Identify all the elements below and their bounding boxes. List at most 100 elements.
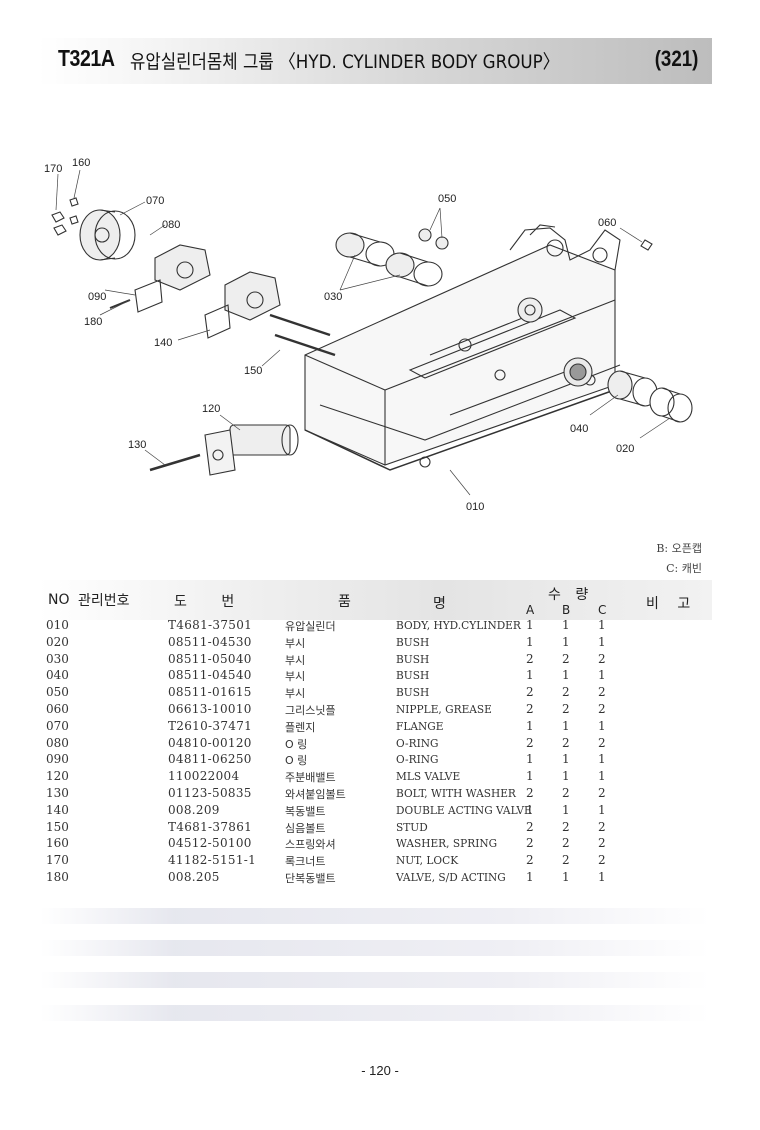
- qty-b: 1: [562, 618, 570, 632]
- item-number: 080: [46, 735, 69, 750]
- page-header: T321A 유압실린더몸체 그룹 〈HYD. CYLINDER BODY GRO…: [38, 38, 712, 84]
- item-number: 160: [46, 836, 69, 851]
- qty-a: 1: [526, 752, 534, 767]
- qty-b: 2: [562, 819, 570, 834]
- part-number: T2610-37471: [168, 718, 253, 733]
- callout-030: 030: [324, 291, 342, 303]
- header-management-number: 관리번호: [78, 593, 130, 609]
- qty-b: 2: [562, 853, 570, 868]
- qty-b: 1: [562, 634, 570, 649]
- korean-name: O 링: [285, 737, 308, 751]
- part-number: 04810-00120: [168, 735, 252, 750]
- qty-b: 2: [562, 786, 570, 800]
- qty-c: 1: [598, 634, 606, 649]
- legend-c: C: 캐빈: [666, 562, 702, 575]
- header-no: NO: [48, 592, 70, 608]
- qty-a: 1: [526, 634, 534, 649]
- part-number: 01123-50835: [168, 786, 252, 800]
- qty-c: 2: [598, 702, 606, 716]
- item-number: 180: [46, 870, 69, 884]
- group-code: T321A: [58, 45, 115, 71]
- korean-name: 복동밸트: [285, 804, 326, 818]
- qty-a: 1: [526, 618, 534, 632]
- qty-a: 1: [526, 668, 534, 683]
- english-name: FLANGE: [396, 718, 444, 733]
- part-number: 008.209: [168, 802, 220, 817]
- qty-a: 2: [526, 819, 534, 834]
- part-number: 008.205: [168, 870, 220, 884]
- qty-c: 1: [598, 668, 606, 683]
- korean-name: 주분배밸트: [285, 771, 336, 785]
- item-number: 060: [46, 702, 69, 716]
- header-remarks: 비 고: [646, 596, 691, 612]
- page-reference: (321): [654, 46, 698, 71]
- legend-b: B: 오픈캡: [656, 542, 702, 555]
- callout-150: 150: [244, 365, 262, 377]
- qty-a: 1: [526, 769, 534, 784]
- scan-band: [40, 1005, 710, 1021]
- qty-b: 1: [562, 870, 570, 884]
- korean-name: 스프링와셔: [285, 838, 336, 852]
- english-name: NUT, LOCK: [396, 853, 459, 868]
- part-number: 06613-10010: [168, 702, 252, 716]
- callout-080: 080: [162, 219, 180, 231]
- qty-b: 2: [562, 651, 570, 666]
- group-title: 유압실린더몸체 그룹 〈HYD. CYLINDER BODY GROUP〉: [130, 51, 560, 73]
- korean-name: 부시: [285, 653, 306, 667]
- header-qty-c: C: [598, 603, 607, 617]
- part-number: 04811-06250: [168, 752, 252, 767]
- qty-c: 1: [598, 769, 606, 784]
- header-qty-b: B: [562, 603, 571, 617]
- english-name: BUSH: [396, 685, 430, 700]
- qty-a: 2: [526, 735, 534, 750]
- english-name: MLS VALVE: [396, 769, 461, 784]
- english-name: WASHER, SPRING: [396, 836, 498, 851]
- korean-name: 심음볼트: [285, 821, 326, 835]
- korean-name: 록크너트: [285, 855, 326, 869]
- qty-c: 1: [598, 870, 606, 884]
- english-name: STUD: [396, 819, 428, 834]
- item-number: 050: [46, 685, 69, 700]
- callout-090: 090: [88, 291, 106, 303]
- qty-b: 1: [562, 718, 570, 733]
- qty-a: 2: [526, 836, 534, 851]
- header-name-part1: 품: [338, 594, 351, 610]
- header-quantity: 수 량: [548, 587, 589, 603]
- qty-a: 2: [526, 702, 534, 716]
- part-number: 04512-50100: [168, 836, 252, 851]
- qty-b: 1: [562, 668, 570, 683]
- qty-b: 2: [562, 836, 570, 851]
- qty-a: 2: [526, 853, 534, 868]
- callout-050: 050: [438, 193, 456, 205]
- korean-name: 와셔붙임볼트: [285, 788, 346, 801]
- qty-c: 2: [598, 786, 606, 800]
- header-qty-a: A: [526, 603, 535, 617]
- qty-b: 2: [562, 685, 570, 700]
- qty-b: 2: [562, 735, 570, 750]
- callout-010: 010: [466, 501, 484, 513]
- item-number: 140: [46, 802, 69, 817]
- qty-c: 2: [598, 735, 606, 750]
- callout-060: 060: [598, 217, 616, 229]
- scan-band: [40, 908, 710, 924]
- qty-a: 2: [526, 651, 534, 666]
- english-name: NIPPLE, GREASE: [396, 702, 492, 716]
- part-number: 08511-04540: [168, 668, 252, 683]
- callout-020: 020: [616, 443, 634, 455]
- item-number: 070: [46, 718, 69, 733]
- qty-b: 2: [562, 702, 570, 716]
- item-number: 030: [46, 651, 69, 666]
- qty-c: 1: [598, 718, 606, 733]
- korean-name: 부시: [285, 636, 306, 650]
- callout-170: 170: [44, 163, 62, 175]
- item-number: 120: [46, 769, 69, 784]
- english-name: BUSH: [396, 668, 430, 683]
